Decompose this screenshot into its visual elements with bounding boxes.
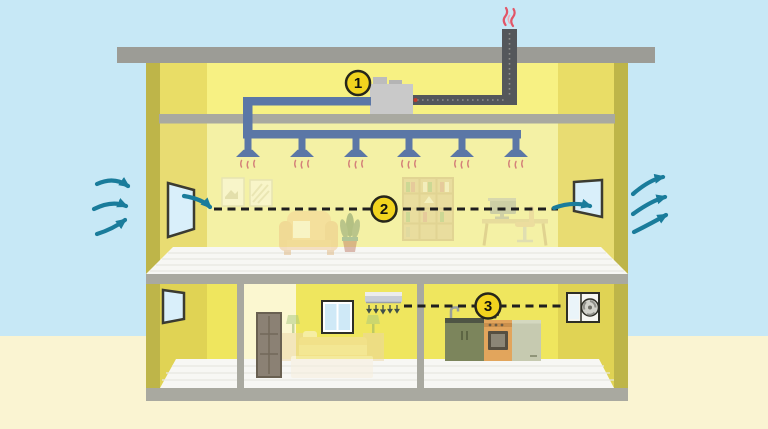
door bbox=[256, 312, 282, 378]
bedroom bbox=[256, 292, 402, 378]
supply-grille bbox=[365, 292, 402, 315]
room-divider-left bbox=[237, 284, 244, 388]
callout-1[interactable]: 1 bbox=[344, 69, 372, 97]
living-floor-slab bbox=[146, 247, 628, 284]
extractor-fan bbox=[566, 292, 600, 323]
living-room-furniture bbox=[221, 177, 548, 255]
down-arrows-icon bbox=[366, 305, 400, 315]
bookshelf bbox=[402, 177, 454, 241]
foundation-beam bbox=[146, 388, 628, 401]
window-living-right bbox=[572, 178, 604, 219]
window-living-left bbox=[166, 181, 196, 239]
callout-2-number: 2 bbox=[380, 201, 388, 218]
callout-3[interactable]: 3 bbox=[474, 292, 502, 320]
sink-cabinet bbox=[445, 323, 484, 361]
room-divider-right bbox=[417, 284, 424, 388]
dishwasher bbox=[512, 320, 541, 361]
exhaust-steam-icon bbox=[502, 6, 516, 28]
callout-2[interactable]: 2 bbox=[370, 195, 398, 223]
bedroom-window bbox=[321, 300, 354, 334]
attic-floor-beam bbox=[159, 114, 615, 124]
ventilation-unit bbox=[370, 77, 413, 114]
roof bbox=[117, 47, 655, 63]
window-outflow-arrow bbox=[551, 198, 593, 211]
desk-workstation bbox=[482, 198, 548, 246]
outer-wall-right bbox=[614, 63, 628, 388]
outflow-arrows-right bbox=[630, 173, 669, 235]
picture-frame bbox=[221, 177, 245, 207]
kitchen bbox=[445, 292, 600, 361]
faucet bbox=[449, 306, 460, 318]
armchair bbox=[279, 211, 338, 255]
inflow-arrows-left bbox=[91, 176, 131, 237]
exhaust-duct bbox=[408, 6, 517, 105]
window-ground-left bbox=[161, 288, 186, 325]
oven bbox=[484, 320, 512, 361]
supply-duct bbox=[235, 97, 529, 169]
bed-furniture bbox=[282, 315, 384, 378]
potted-plant bbox=[339, 213, 361, 252]
outer-wall-left bbox=[146, 63, 160, 388]
callout-3-number: 3 bbox=[484, 298, 492, 315]
picture-frame bbox=[249, 179, 273, 207]
callout-1-number: 1 bbox=[354, 75, 362, 92]
window-inflow-arrow bbox=[181, 193, 213, 210]
ground-floor-slab bbox=[146, 359, 628, 401]
countertop bbox=[445, 318, 484, 323]
